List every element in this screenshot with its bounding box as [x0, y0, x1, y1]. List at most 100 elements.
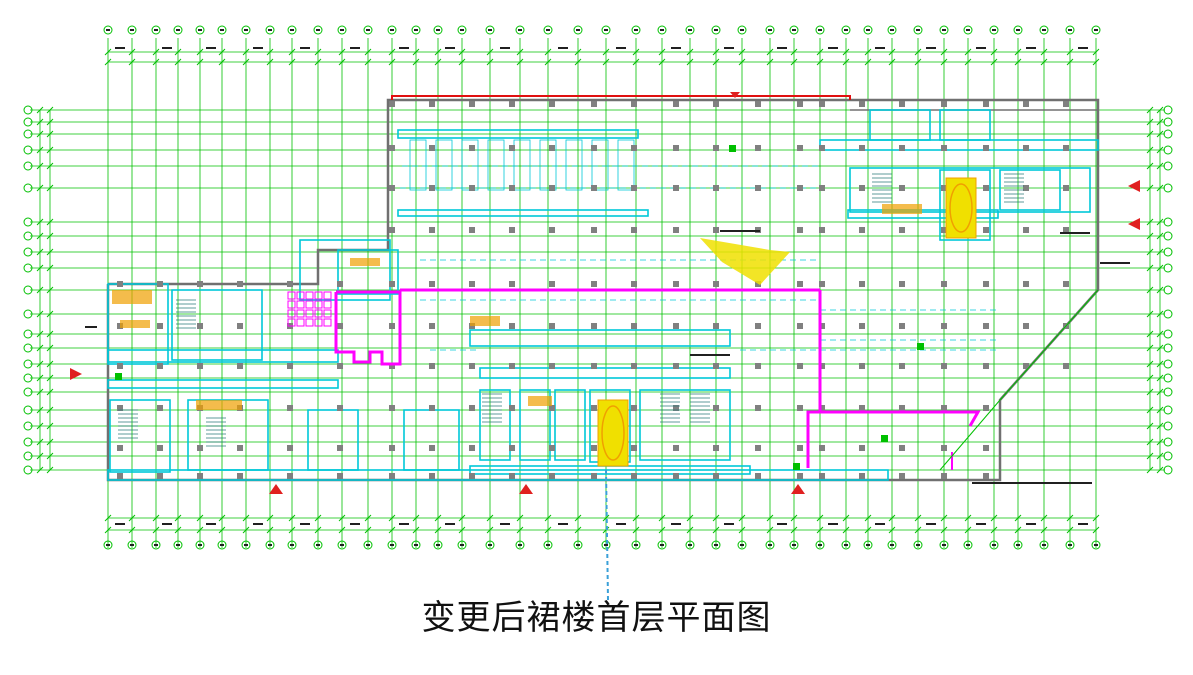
dimension-text-mark	[445, 523, 455, 525]
entrance-arrow-icon	[70, 368, 82, 380]
dimension-tick	[1040, 514, 1048, 522]
dimension-tick	[412, 58, 420, 66]
axis-bubble-left	[23, 247, 33, 257]
axis-bubble-label-mark	[106, 544, 110, 546]
column-icon	[899, 363, 905, 369]
hatched-cell	[305, 300, 314, 309]
changed-zone-line	[806, 290, 822, 468]
column-icon	[983, 445, 989, 451]
column-icon	[755, 185, 761, 191]
column-icon	[673, 363, 679, 369]
elevator-icon	[601, 405, 625, 461]
column-icon	[899, 323, 905, 329]
axis-bubble-bottom	[601, 540, 611, 550]
room-partition	[479, 367, 731, 379]
column-icon	[1023, 227, 1029, 233]
axis-bubble-top	[433, 25, 443, 35]
dimension-text-mark	[500, 523, 510, 525]
column-icon	[899, 473, 905, 479]
dimension-tick	[1146, 344, 1154, 352]
dimension-tick	[1040, 526, 1048, 534]
column-icon	[797, 473, 803, 479]
dimension-tick	[388, 48, 396, 56]
axis-grid-lines	[30, 38, 1165, 548]
column-icon	[509, 185, 515, 191]
dimension-tick	[658, 48, 666, 56]
axis-bubble-label-mark	[1042, 544, 1046, 546]
dimension-tick	[712, 514, 720, 522]
axis-bubble-label-mark	[634, 29, 638, 31]
dimension-tick	[1156, 422, 1164, 430]
column-icon	[797, 227, 803, 233]
room-partition	[639, 389, 731, 461]
dimension-tick	[288, 514, 296, 522]
dimension-tick	[486, 514, 494, 522]
axis-bubble-top	[127, 25, 137, 35]
label-block	[882, 204, 922, 214]
parking-bay	[487, 139, 505, 191]
axis-bubble-label-mark	[130, 29, 134, 31]
axis-bubble-label-mark	[176, 544, 180, 546]
axis-bubble-top	[173, 25, 183, 35]
axis-bubble-label-mark	[414, 544, 418, 546]
marker	[115, 373, 122, 380]
column-icon	[389, 101, 395, 107]
axis-bubble-bottom	[887, 540, 897, 550]
dimension-tick	[516, 526, 524, 534]
column-icon	[117, 363, 123, 369]
dimension-tick	[104, 526, 112, 534]
column-icon	[429, 281, 435, 287]
hatched-cell	[305, 309, 314, 318]
dimension-tick	[990, 514, 998, 522]
dimension-tick	[1156, 130, 1164, 138]
column-icon	[549, 281, 555, 287]
parking-bay	[617, 139, 635, 191]
column-icon	[797, 281, 803, 287]
dimension-tick	[914, 526, 922, 534]
column-icon	[899, 227, 905, 233]
column-icon	[819, 281, 825, 287]
column-icon	[389, 473, 395, 479]
dimension-tick	[36, 218, 44, 226]
axis-bubble-right	[1163, 329, 1173, 339]
parking-bay	[409, 139, 427, 191]
diagonal-edge	[999, 289, 1099, 401]
dimension-tick	[1146, 360, 1154, 368]
dimension-tick	[46, 330, 54, 338]
dimension-text-mark	[777, 523, 787, 525]
axis-bubble-label-mark	[316, 29, 320, 31]
column-icon	[591, 323, 597, 329]
column-icon	[591, 227, 597, 233]
dimension-tick	[766, 58, 774, 66]
axis-bubble-top	[939, 25, 949, 35]
axis-bubble-top	[765, 25, 775, 35]
dimension-tick	[940, 58, 948, 66]
dimension-tick	[266, 58, 274, 66]
axis-bubble-top	[1013, 25, 1023, 35]
column-icon	[591, 473, 597, 479]
column-icon	[819, 445, 825, 451]
dimension-tick	[36, 118, 44, 126]
entrance-arrow-icon	[1128, 218, 1140, 230]
dimension-tick	[990, 48, 998, 56]
hatched-cell	[296, 300, 305, 309]
column-icon	[673, 473, 679, 479]
column-icon	[429, 405, 435, 411]
dimension-tick	[1092, 514, 1100, 522]
axis-bubble-label-mark	[576, 544, 580, 546]
dimension-tick	[1014, 48, 1022, 56]
column-icon	[941, 145, 947, 151]
dimension-tick	[964, 514, 972, 522]
column-icon	[983, 145, 989, 151]
column-icon	[549, 445, 555, 451]
dimension-tick	[1156, 118, 1164, 126]
column-icon	[469, 145, 475, 151]
dimension-tick	[46, 146, 54, 154]
dimension-tick	[602, 48, 610, 56]
dimension-text-mark	[616, 523, 626, 525]
dimension-tick	[1146, 310, 1154, 318]
column-icon	[755, 473, 761, 479]
axis-bubble-top	[287, 25, 297, 35]
column-icon	[237, 445, 243, 451]
column-icon	[819, 405, 825, 411]
